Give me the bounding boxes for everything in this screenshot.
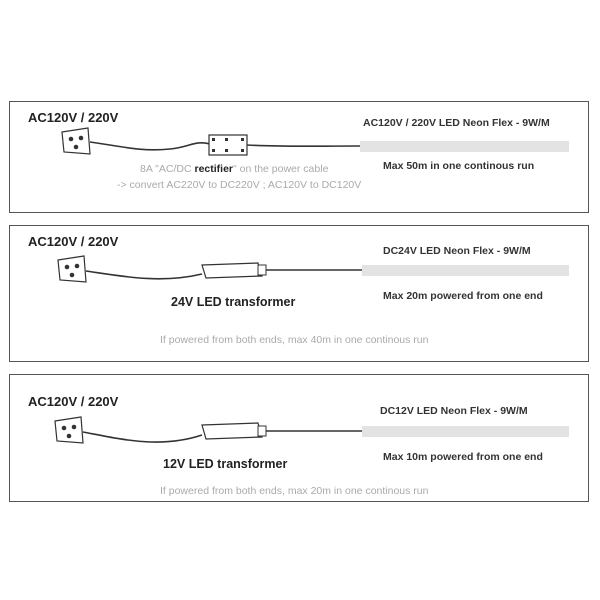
transformer-label: 24V LED transformer [171, 295, 296, 309]
power-cable [89, 141, 211, 151]
panel-title: AC120V / 220V [28, 234, 119, 249]
output-cable [246, 144, 361, 148]
three-pin-plug-icon [54, 416, 84, 444]
run-length-label: Max 10m powered from one end [383, 451, 543, 463]
run-length-label: Max 20m powered from one end [383, 290, 543, 302]
power-cable [82, 431, 203, 443]
wiring-diagram [61, 127, 361, 156]
strip-label: DC24V LED Neon Flex - 9W/M [383, 245, 531, 257]
rectifier-note-line2: -> convert AC220V to DC220V ; AC120V to … [117, 179, 362, 191]
panel-dc24v-neon-flex: AC120V / 220V DC24V LED Neon Flex - 9W/M… [9, 225, 589, 362]
panel-dc12v-neon-flex: AC120V / 220V DC12V LED Neon Flex - 9W/M… [9, 374, 589, 502]
transformer-label: 12V LED transformer [163, 457, 288, 471]
strip-label: DC12V LED Neon Flex - 9W/M [380, 405, 528, 417]
panel-title: AC120V / 220V [28, 394, 119, 409]
rectifier-icon [208, 134, 248, 156]
run-length-label: Max 50m in one continous run [383, 160, 535, 172]
three-pin-plug-icon [61, 127, 91, 155]
power-cable [85, 270, 203, 280]
three-pin-plug-icon [57, 255, 87, 283]
rectifier-note: 8A "AC/DC rectifier" on the power cable [140, 163, 329, 175]
strip-label: AC120V / 220V LED Neon Flex - 9W/M [363, 117, 550, 129]
panel-title: AC120V / 220V [28, 110, 119, 125]
panel-ac-neon-flex: AC120V / 220V AC120V / 220V LED Neon Fle… [9, 101, 589, 213]
dual-feed-note: If powered from both ends, max 20m in on… [160, 485, 429, 497]
wiring-diagram [54, 416, 362, 444]
led-neon-strip [360, 141, 569, 152]
transformer-icon [201, 262, 267, 279]
led-neon-strip [362, 265, 569, 276]
transformer-icon [201, 422, 267, 440]
dual-feed-note: If powered from both ends, max 40m in on… [160, 334, 429, 346]
wiring-diagram [57, 255, 362, 283]
led-neon-strip [362, 426, 569, 437]
